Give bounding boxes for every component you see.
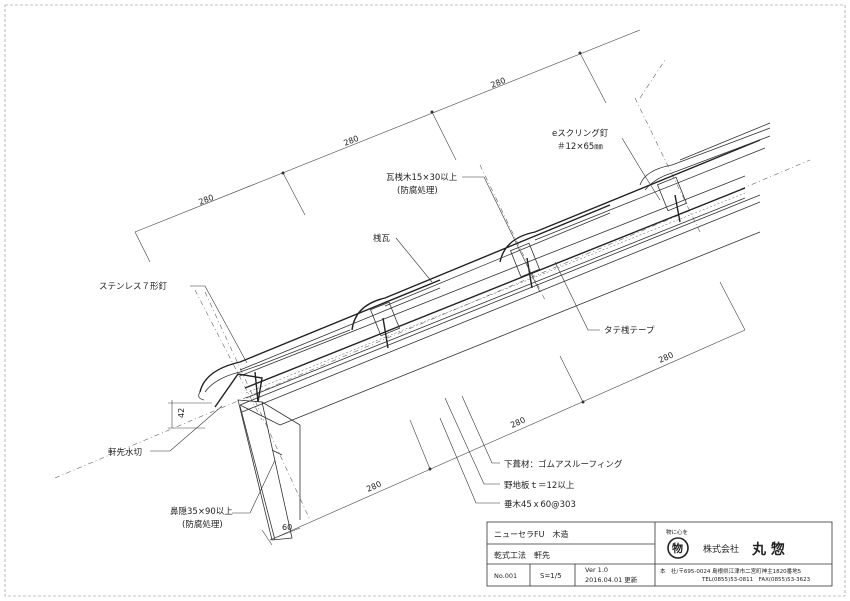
dim-overhang: 42 <box>177 408 186 418</box>
tb-contact: TEL(0855)53-0811 FAX(0855)53-3623 <box>701 577 811 583</box>
dim-top-1: 280 <box>197 193 215 207</box>
tb-date: 2016.04.01 更新 <box>585 575 638 584</box>
tb-logo-char: 物 <box>672 541 683 555</box>
tb-address: 本 社/〒695-0024 島根県江津市二宮町神主1820番地5 <box>660 567 802 575</box>
label-e-screw-nail-size: ＃12×65㎜ <box>557 142 603 152</box>
tb-number: No.001 <box>494 572 517 580</box>
label-nose-board-note: (防腐処理) <box>182 519 223 530</box>
tb-version: Ver 1.0 <box>585 566 608 574</box>
rafter-shape <box>239 194 761 426</box>
dim-top-3: 280 <box>489 76 507 90</box>
label-nose-board: 鼻隠35×90以上 <box>170 506 233 517</box>
tb-slogan: 物に心を <box>666 528 688 536</box>
overhang-dimension <box>168 400 212 429</box>
title-block <box>486 521 833 587</box>
label-e-screw-nail: eスクリング釘 <box>552 128 609 139</box>
label-tile-batten: 瓦桟木15×30以上 <box>386 172 458 183</box>
label-sangawara: 桟瓦 <box>373 233 391 244</box>
company-logo-icon <box>667 537 689 559</box>
tile-battens <box>369 176 688 349</box>
label-stainless-nail: ステンレス７形釘 <box>99 281 168 292</box>
drawing-frame <box>4 4 846 597</box>
dim-bottom-1: 280 <box>365 479 383 493</box>
tb-company-name: 丸 惣 <box>751 541 785 558</box>
label-sheathing: 野地板ｔ＝12以上 <box>504 480 575 491</box>
label-eaves-drip: 軒先水切 <box>108 447 142 458</box>
dim-nose-width: 60 <box>282 523 292 532</box>
nose-dimension <box>261 527 301 546</box>
tb-method: 乾式工法 軒先 <box>494 550 550 560</box>
top-dimension-lines <box>134 29 641 263</box>
dim-bottom-3: 280 <box>657 350 675 364</box>
label-underlay: 下葺材：ゴムアスルーフィング <box>504 459 623 470</box>
label-rafter: 垂木45ｘ60@303 <box>504 499 576 510</box>
tb-company-prefix: 株式会社 <box>703 543 739 555</box>
sheathing-underlay <box>239 175 746 399</box>
label-vertical-tape: タテ桟テープ <box>604 325 655 336</box>
tb-product: ニューセラFU 木造 <box>494 529 568 539</box>
roof-tiles <box>198 122 771 401</box>
tb-scale: S=1/5 <box>540 572 562 580</box>
bottom-dimension-lines <box>269 281 746 541</box>
label-tile-batten-note: (防腐処理) <box>397 185 438 196</box>
leader-lines <box>150 137 661 514</box>
eaves-drip-and-nose-board <box>214 371 301 541</box>
